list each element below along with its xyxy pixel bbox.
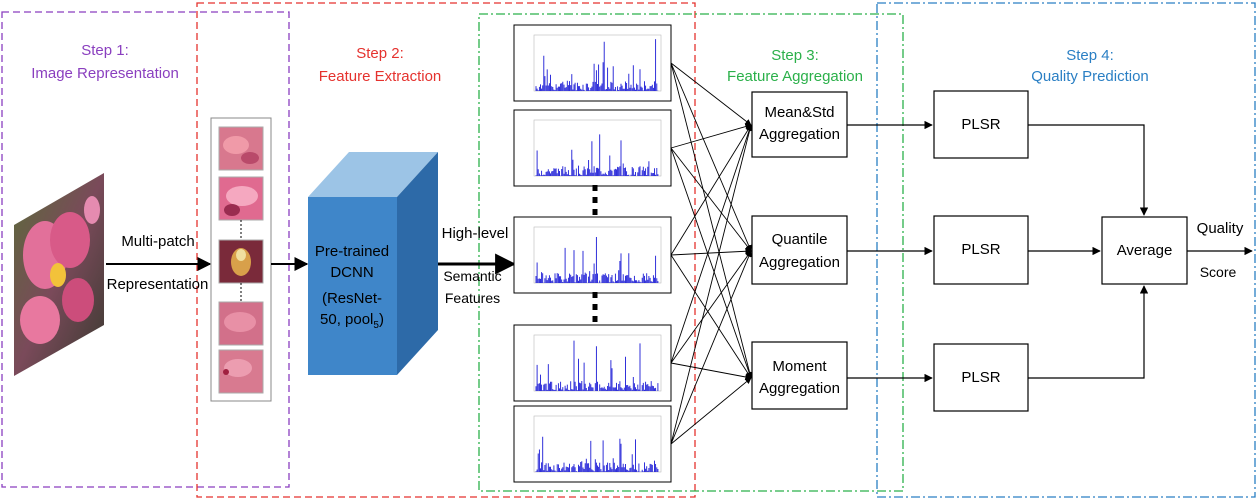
moment-label: Moment	[772, 358, 827, 375]
feature-plots	[513, 24, 672, 483]
step4-label: Step 4:	[1066, 47, 1114, 64]
dcnn-label-line4-text: 50, pool	[320, 311, 374, 328]
fan-connection-line	[670, 62, 753, 379]
step4-title: Quality Prediction	[1031, 68, 1149, 85]
plsr-box-2	[933, 215, 1029, 285]
dcnn-label-line1: Pre-trained	[314, 243, 390, 260]
step2-label: Step 2:	[356, 45, 404, 62]
semantic-label: Semantic	[443, 268, 502, 284]
multi-patch-label: Multi-patch	[121, 233, 195, 250]
fan-connection-line	[670, 123, 752, 149]
mean-std-aggregation-box	[751, 91, 848, 158]
fan-connection-line	[670, 248, 752, 256]
dcnn-block	[308, 152, 438, 375]
average-label: Average	[1116, 242, 1173, 259]
quantile-aggregation-label: Aggregation	[759, 254, 840, 271]
average-box	[1101, 216, 1188, 285]
feature-signal-trace	[535, 134, 659, 176]
quantile-aggregation-box	[751, 215, 848, 285]
step2-frame	[196, 2, 696, 498]
high-level-label: High-level	[441, 225, 509, 242]
quantile-label: Quantile	[771, 231, 828, 248]
plsr-box-3	[933, 343, 1029, 412]
plsr-label-3: PLSR	[961, 369, 1001, 386]
fan-connection-line	[670, 362, 752, 381]
dcnn-label-line2: DCNN	[330, 264, 374, 281]
plot-to-aggregation-connections	[670, 62, 753, 445]
step2-title: Feature Extraction	[318, 68, 442, 85]
dcnn-label-line4: 50, pool5)	[304, 311, 400, 332]
plsr-label-1: PLSR	[961, 116, 1001, 133]
fan-connection-line	[670, 250, 752, 364]
plsr1-to-average-arrow	[1028, 124, 1149, 216]
fan-connection-line	[670, 62, 752, 126]
plsr-label-2: PLSR	[961, 241, 1001, 258]
step3-frame	[478, 13, 904, 492]
score-label: Score	[1199, 264, 1237, 280]
fan-connection-line	[670, 124, 753, 445]
fan-connection-line	[670, 124, 753, 364]
mean-std-label: Mean&Std	[764, 104, 835, 121]
moment-aggregation-label: Aggregation	[759, 380, 840, 397]
fan-connection-line	[670, 250, 752, 445]
image-patch-icon	[218, 126, 264, 394]
flower-photo-icon	[14, 173, 104, 376]
fan-connection-line	[670, 377, 752, 445]
fan-connection-line	[670, 147, 752, 252]
step4-frame	[876, 2, 1256, 498]
fan-connection-line	[670, 62, 752, 252]
feature-signal-trace	[535, 39, 659, 91]
feature-signal-trace	[535, 340, 659, 391]
quality-label: Quality	[1196, 220, 1244, 237]
mean-std-aggregation-label: Aggregation	[759, 126, 840, 143]
dcnn-label-line4-close: )	[378, 311, 384, 328]
fan-connection-line	[670, 147, 753, 379]
fan-connection-line	[670, 254, 752, 379]
features-label: Features	[444, 290, 501, 306]
plsr3-to-average-arrow	[1028, 285, 1149, 379]
step1-frame	[1, 11, 290, 488]
step3-label: Step 3:	[771, 47, 819, 64]
feature-signal-trace	[535, 237, 659, 283]
step3-title: Feature Aggregation	[727, 68, 863, 85]
step1-title: Image Representation	[31, 65, 179, 82]
plsr-box-1	[933, 90, 1029, 159]
feature-signal-trace	[535, 436, 659, 472]
moment-aggregation-box	[751, 341, 848, 410]
representation-label: Representation	[106, 276, 209, 293]
fan-connection-line	[670, 124, 752, 256]
step1-label: Step 1:	[81, 42, 129, 59]
dcnn-label-line4-sub: 5	[373, 320, 379, 331]
dcnn-label-line3: (ResNet-	[321, 290, 382, 307]
